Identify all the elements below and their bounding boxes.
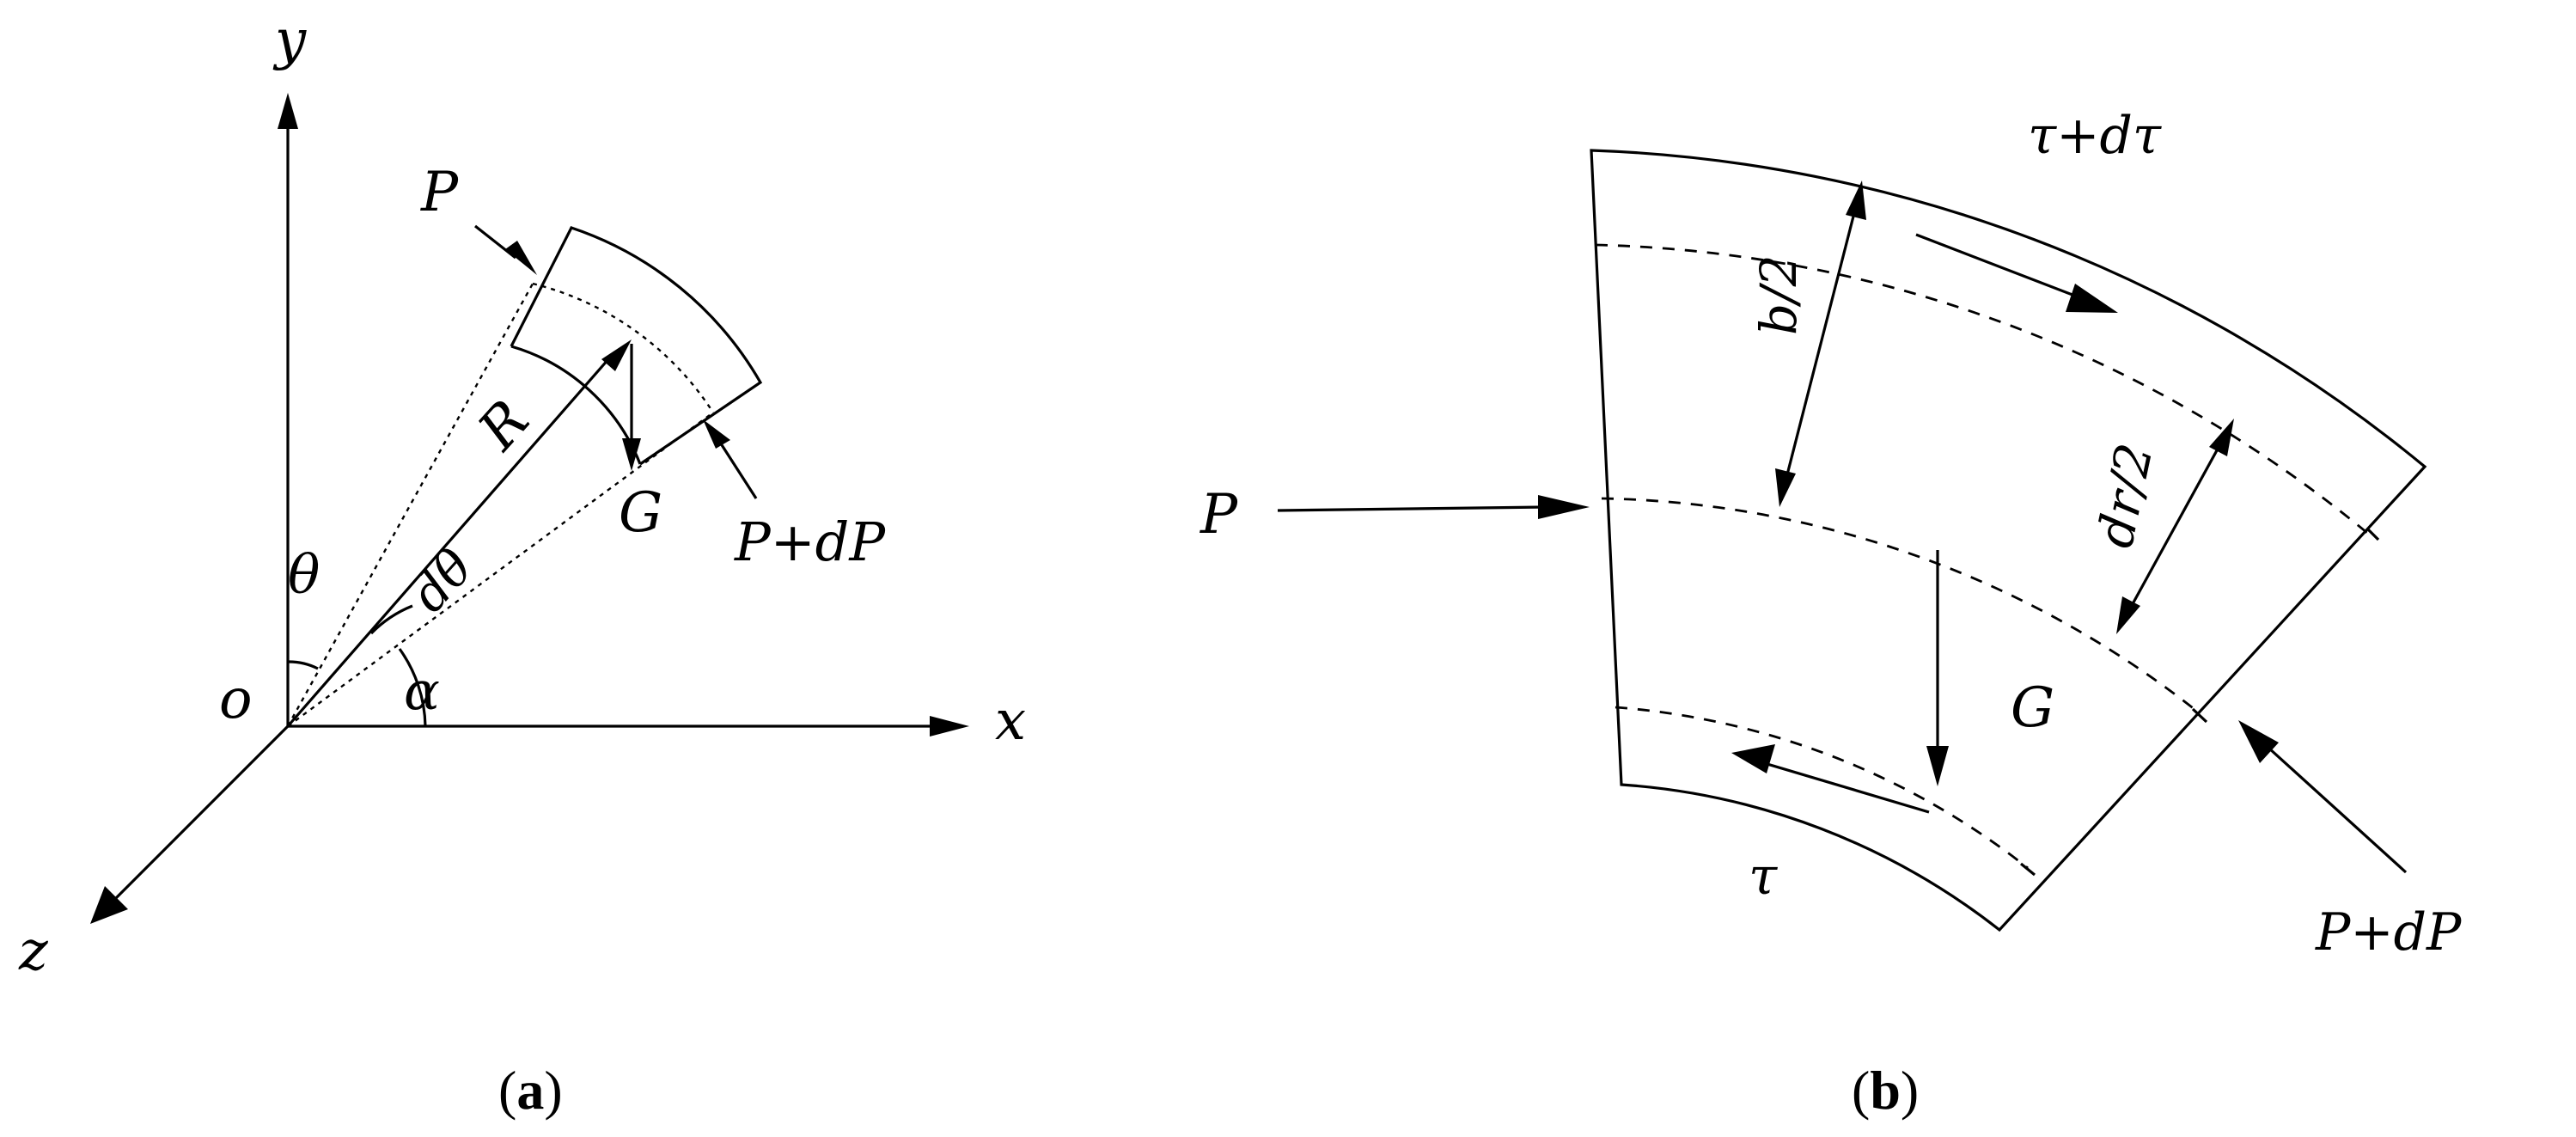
y-axis-label: y [272,9,307,72]
force-p-label-b: P [1199,483,1238,547]
boundary-rays [286,282,715,727]
x-axis-label: x [995,689,1026,753]
weight-label-a: G [619,481,662,545]
x-axis [288,716,969,737]
force-p-dp-arrow-b [2238,720,2408,874]
force-p-arrow-b [1277,495,1590,519]
weight-arrow-a [622,344,641,471]
caption-b: (b) [1852,1060,1919,1121]
panel-a: y x z o P P+dP R G θ dθ α (a) [18,9,1026,1121]
caption-b-close: ) [1901,1060,1919,1121]
dtheta-label: dθ [400,538,485,623]
half-dr-label: dr/2 [2085,438,2164,553]
shear-inner-label: τ [1749,847,1778,907]
angle-arcs [287,604,427,727]
radius-label: R [467,388,542,462]
dashed-lines [1595,243,2368,870]
arc-element-b [1590,149,2427,932]
z-axis [90,724,290,924]
caption-b-letter: b [1870,1060,1901,1121]
half-dr-arrow [2116,419,2234,634]
force-p-arrow-a [474,224,537,275]
z-axis-label: z [18,920,49,983]
caption-a-open: ( [498,1060,516,1121]
alpha-label: α [404,659,440,722]
weight-arrow-b [1926,550,1949,786]
y-axis [278,93,298,726]
force-p-dp-label-a: P+dP [734,510,886,573]
radius-line [286,339,632,728]
shear-outer-arrow [1915,233,2118,313]
tick-marks [2019,527,2380,877]
force-p-dp-label-b: P+dP [2315,902,2463,963]
caption-a: (a) [498,1060,563,1121]
caption-b-open: ( [1852,1060,1870,1121]
force-p-dp-arrow-a [703,419,758,499]
panel-b: τ+dτ τ P P+dP G b/2 dr/2 (b) [1199,106,2463,1121]
theta-label: θ [288,543,320,606]
caption-a-letter: a [516,1060,544,1121]
weight-label-b: G [2011,676,2054,740]
caption-a-close: ) [544,1060,562,1121]
shear-inner-arrow [1731,744,1930,814]
shear-outer-label: τ+dτ [2028,106,2162,166]
origin-label: o [219,668,253,731]
force-p-label-a: P [420,161,459,224]
half-width-label: b/2 [1749,254,1808,335]
half-width-arrow [1775,180,1866,507]
